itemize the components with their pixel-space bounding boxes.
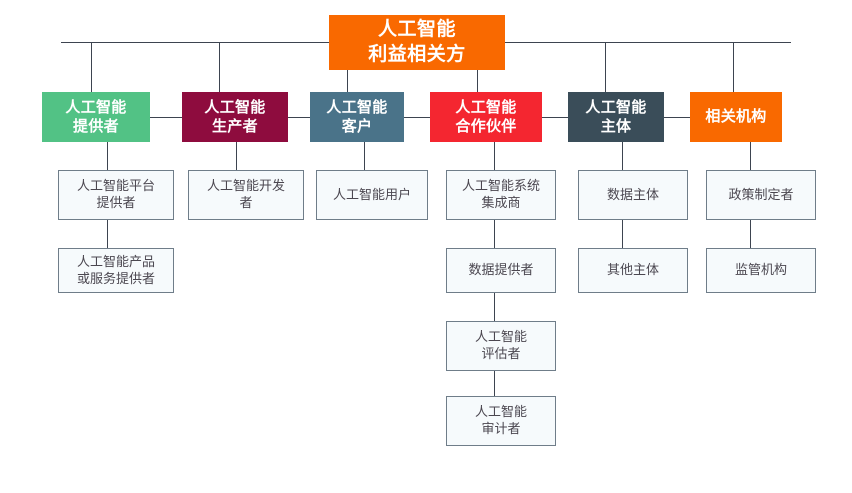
connector-platform-to-product	[107, 220, 108, 248]
connector-relatedorg-to-policymaker	[750, 142, 751, 170]
leaf-node-product-service-provider[interactable]: 人工智能产品 或服务提供者	[58, 248, 174, 293]
category-node-partner[interactable]: 人工智能 合作伙伴	[430, 92, 542, 142]
leaf-node-auditor[interactable]: 人工智能 审计者	[446, 396, 556, 446]
connector-drop-producer	[219, 42, 220, 92]
connector-cat-link-1	[150, 117, 182, 118]
connector-evaluator-to-auditor	[494, 371, 495, 396]
connector-cat-link-4	[542, 117, 568, 118]
connector-cat-link-3	[404, 117, 430, 118]
connector-policymaker-to-regulator	[750, 220, 751, 248]
leaf-node-policy-maker[interactable]: 政策制定者	[706, 170, 816, 220]
category-node-customer[interactable]: 人工智能 客户	[310, 92, 404, 142]
leaf-node-developer[interactable]: 人工智能开发 者	[188, 170, 304, 220]
connector-drop-provider	[91, 42, 92, 92]
leaf-node-user[interactable]: 人工智能用户	[316, 170, 428, 220]
connector-provider-to-platform	[107, 142, 108, 170]
leaf-node-data-provider[interactable]: 数据提供者	[446, 248, 556, 293]
root-node-ai-stakeholders[interactable]: 人工智能 利益相关方	[329, 15, 505, 70]
leaf-node-regulator[interactable]: 监管机构	[706, 248, 816, 293]
category-node-related-org[interactable]: 相关机构	[690, 92, 782, 142]
connector-producer-to-developer	[236, 142, 237, 170]
connector-cat-link-5	[664, 117, 690, 118]
connector-cat-link-2	[288, 117, 310, 118]
leaf-node-system-integrator[interactable]: 人工智能系统 集成商	[446, 170, 556, 220]
category-node-producer[interactable]: 人工智能 生产者	[182, 92, 288, 142]
connector-subject-to-datasubject	[622, 142, 623, 170]
category-node-provider[interactable]: 人工智能 提供者	[42, 92, 150, 142]
leaf-node-other-subject[interactable]: 其他主体	[578, 248, 688, 293]
connector-drop-subject	[605, 42, 606, 92]
connector-customer-to-user	[364, 142, 365, 170]
leaf-node-data-subject[interactable]: 数据主体	[578, 170, 688, 220]
leaf-node-evaluator[interactable]: 人工智能 评估者	[446, 321, 556, 371]
leaf-node-platform-provider[interactable]: 人工智能平台 提供者	[58, 170, 174, 220]
category-node-subject[interactable]: 人工智能 主体	[568, 92, 664, 142]
connector-drop-related-org	[733, 42, 734, 92]
connector-partner-to-integrator	[494, 142, 495, 170]
connector-integrator-to-dataprovider	[494, 220, 495, 248]
connector-dataprovider-to-evaluator	[494, 293, 495, 321]
connector-datasubject-to-othersubject	[622, 220, 623, 248]
